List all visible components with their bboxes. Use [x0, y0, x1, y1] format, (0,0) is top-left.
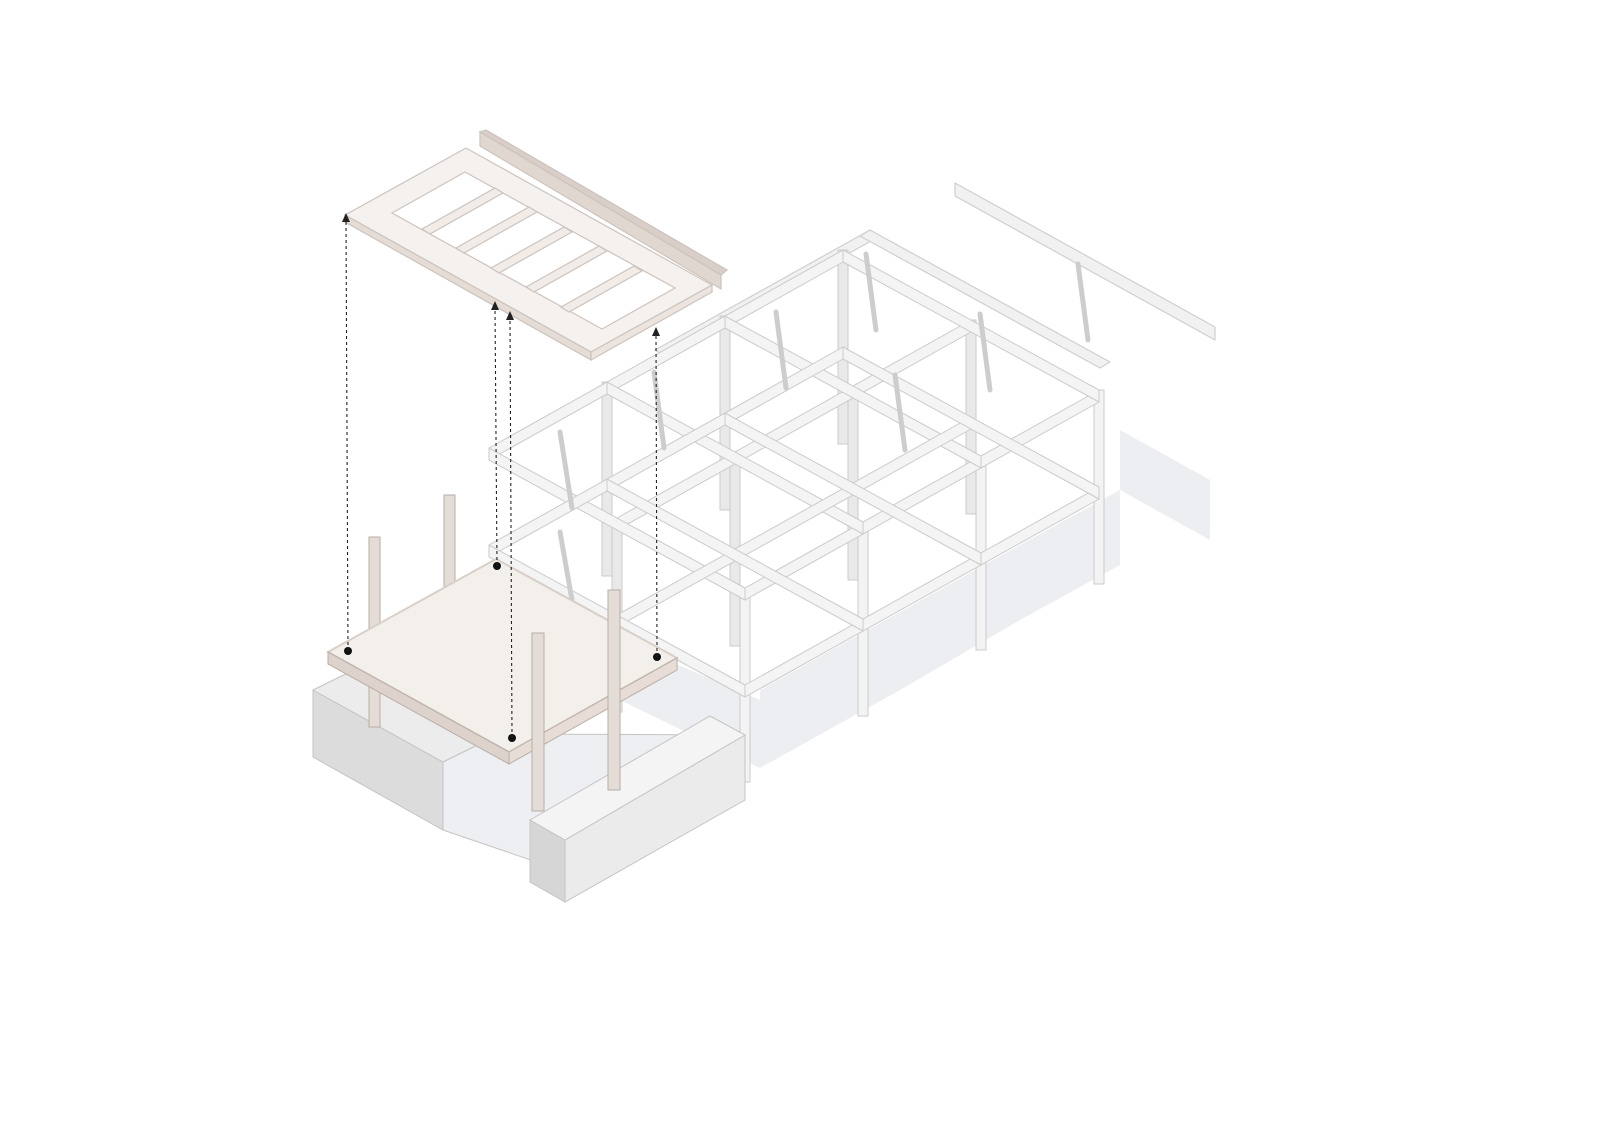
exploded-roof-frame: [343, 129, 729, 362]
frame-beam-depth: [606, 381, 864, 535]
frame-beam-depth: [842, 346, 1100, 500]
frame-beam-depth: [724, 412, 982, 566]
frame-beam-depth: [724, 315, 982, 469]
frame-beam-depth: [488, 447, 746, 601]
assembly-leaders: [345, 219, 658, 739]
roof-back-rail-face: [479, 130, 722, 291]
roof-joists: [420, 187, 644, 313]
leader-arrowheads: [342, 213, 660, 336]
frame-beams: [488, 249, 1100, 698]
frame-grid: [488, 182, 1216, 783]
frame-beam-depth: [606, 478, 864, 632]
frame-braces: [557, 251, 1091, 603]
roof-frame-edge-right: [590, 283, 713, 362]
steel-columns-front: [531, 589, 621, 812]
steel-module: [325, 494, 680, 812]
floor-slab-edge-right: [508, 657, 678, 765]
base-block-right-top: [528, 715, 747, 841]
frame-beam-depth: [842, 249, 1100, 403]
concrete-base: [311, 661, 747, 903]
